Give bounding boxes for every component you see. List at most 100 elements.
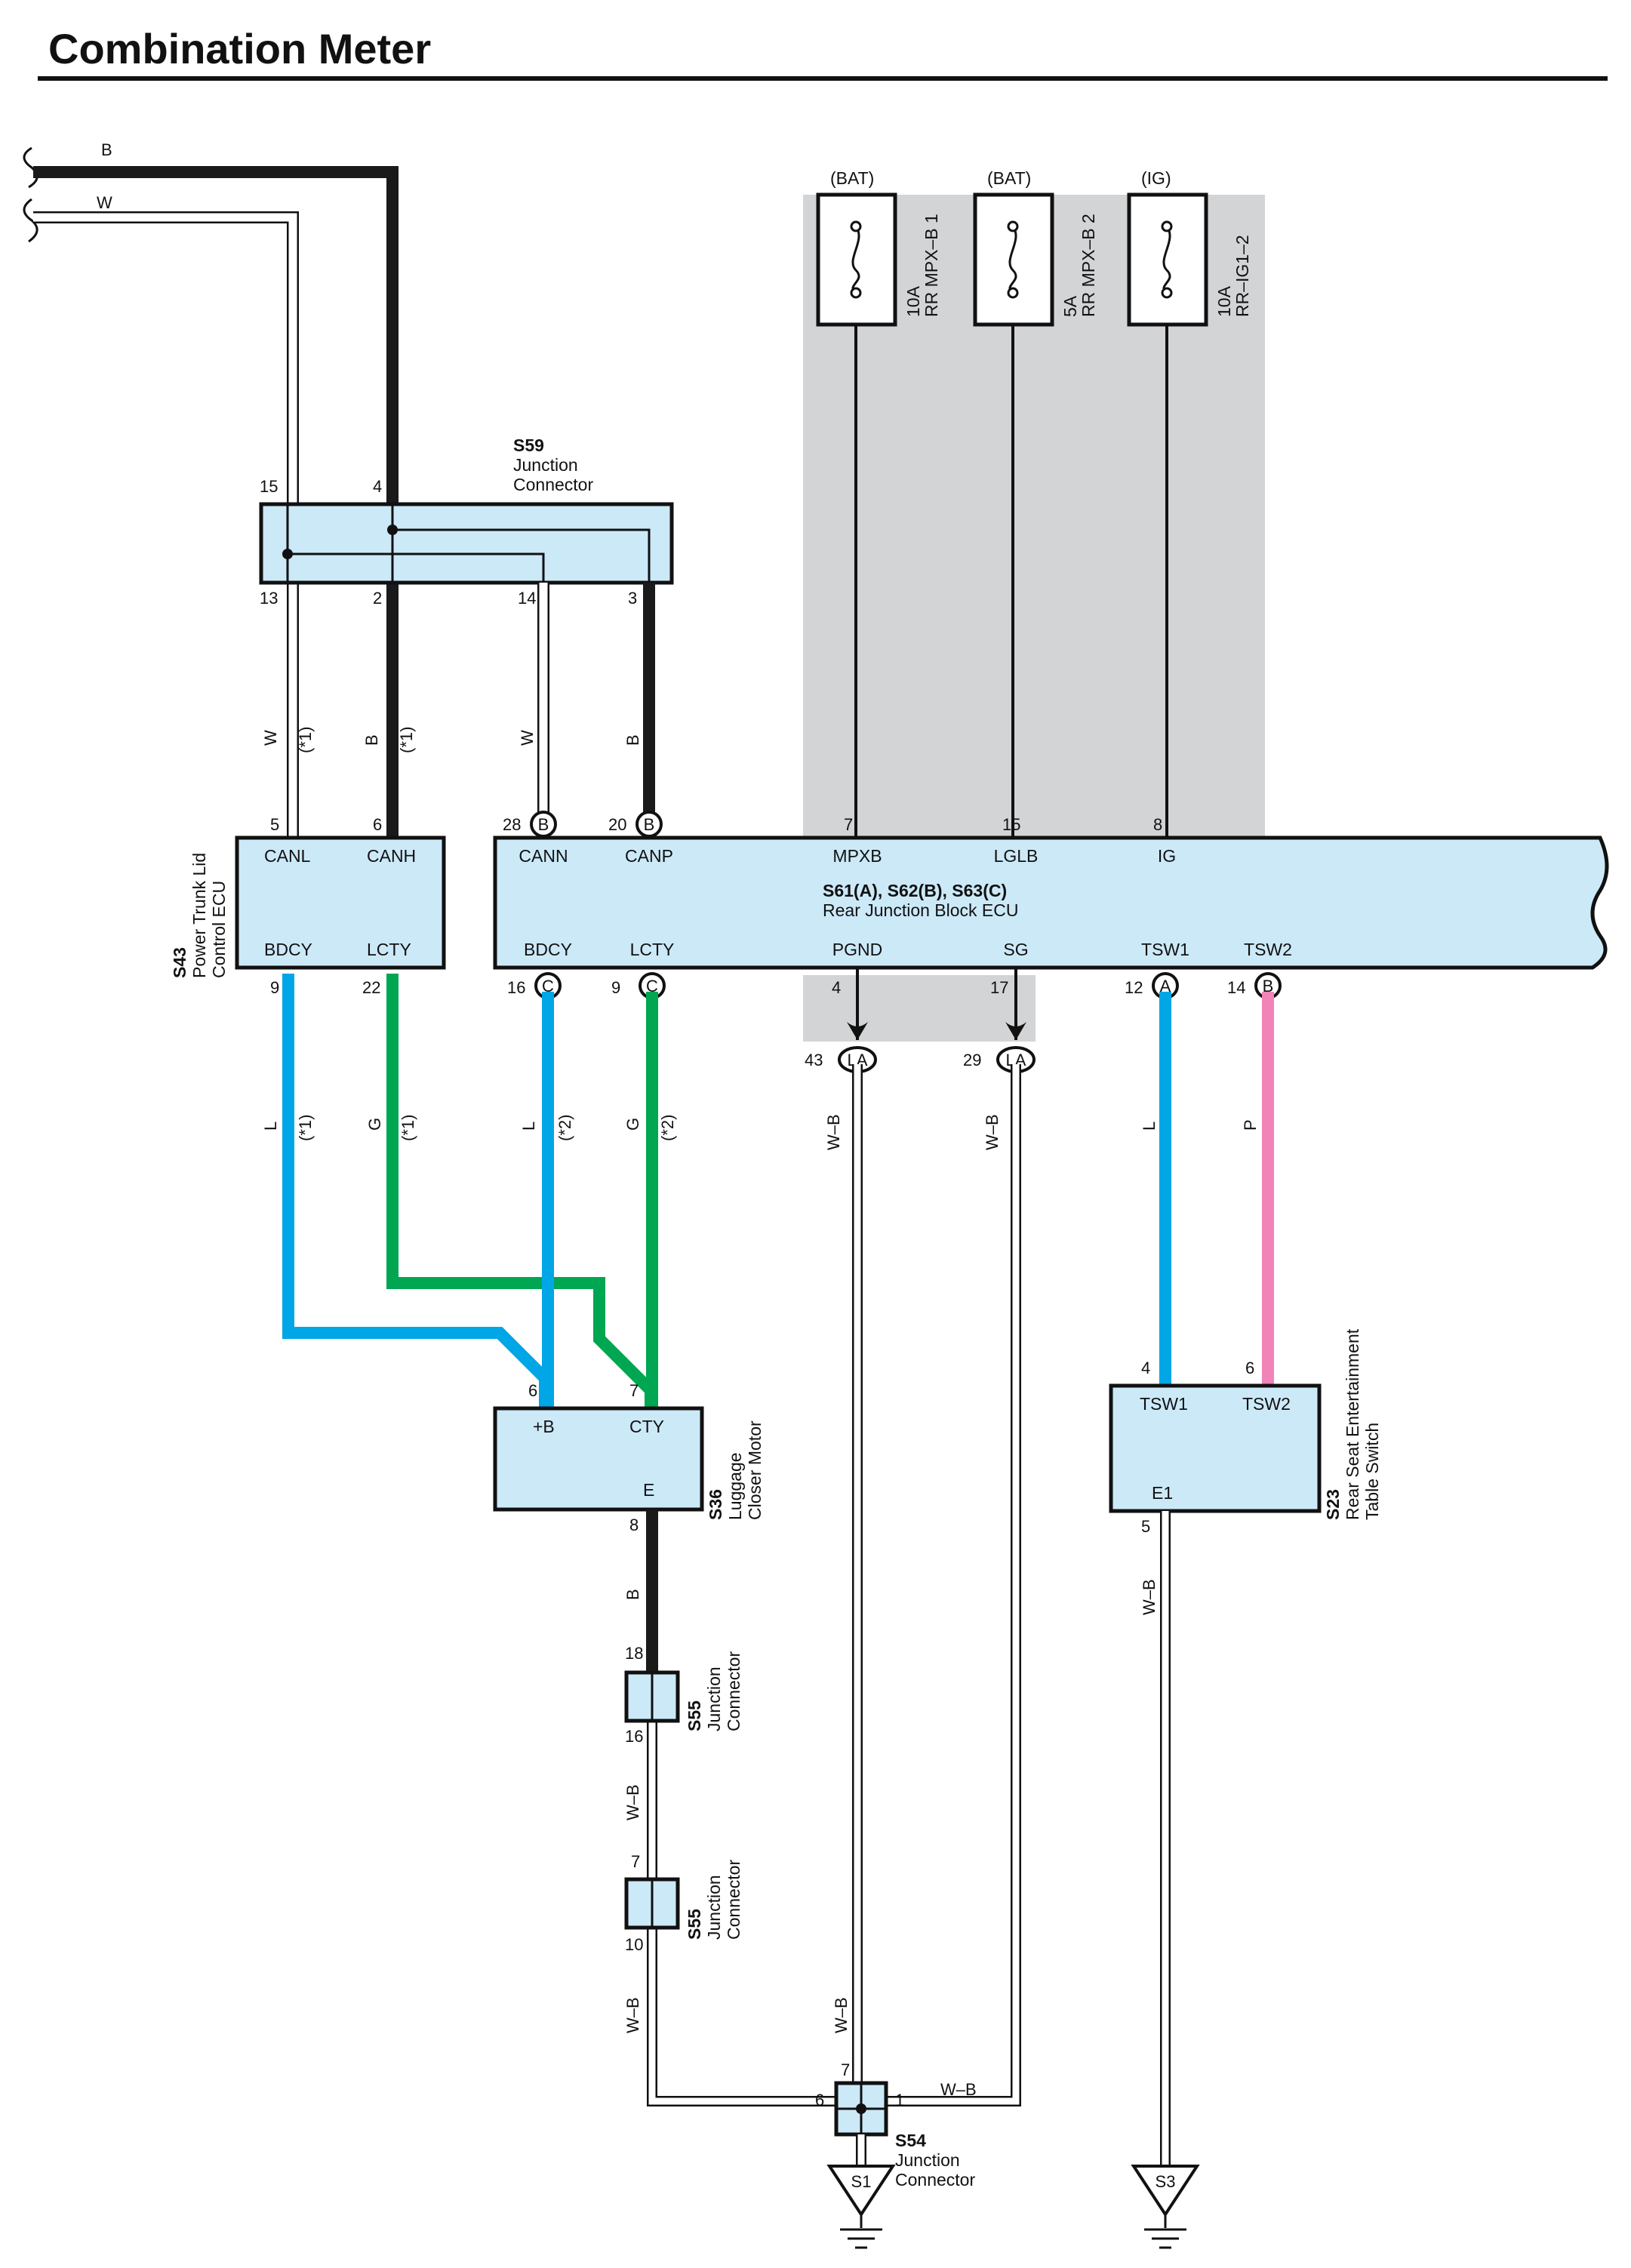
- signal-wires: L (*1) G (*1) L (*2) G (*2) W–B W–B L P: [261, 974, 1274, 1407]
- fuse-supply: (BAT): [987, 168, 1031, 188]
- ecu-bottom-pin: PGND 4: [832, 940, 882, 1040]
- s55a-pin-bottom: 16: [625, 1727, 643, 1746]
- s23-term-tsw2: TSW2: [1242, 1394, 1291, 1414]
- ground-chain: B W–B W–B W–B W–B 18 16 S55 Junction Con…: [623, 1064, 1021, 2190]
- wire-g-lcty-s43: [386, 974, 657, 1407]
- pin-number: 17: [990, 978, 1008, 997]
- label-note-1: (*1): [296, 727, 315, 753]
- s23-name-2: Table Switch: [1362, 1423, 1382, 1520]
- terminal-name: LGLB: [994, 846, 1039, 866]
- s23-term-tsw1: TSW1: [1140, 1394, 1188, 1414]
- pin-number: 14: [1227, 978, 1245, 997]
- s23-term-e1: E1: [1152, 1483, 1173, 1503]
- wire-b-can: [33, 166, 399, 836]
- connector-code: C: [542, 977, 554, 996]
- pin-number: 20: [608, 815, 626, 834]
- s59-id: S59: [513, 435, 544, 455]
- s59-box: [259, 502, 674, 585]
- connector-code: B: [644, 815, 655, 834]
- wire-w-can: [33, 211, 299, 836]
- s54-pin-1: 1: [895, 2091, 904, 2110]
- pin-number: 12: [1125, 978, 1143, 997]
- s23-pin-6: 6: [1245, 1359, 1254, 1377]
- s55a-name-1: Junction: [704, 1666, 724, 1731]
- s55b-id: S55: [685, 1909, 704, 1940]
- s54-name-1: Junction: [895, 2150, 960, 2170]
- s36-id: S36: [706, 1489, 725, 1520]
- arrow-icon: [1005, 1022, 1026, 1040]
- wire-wb-s55-s54: [647, 1928, 857, 2106]
- label-g-2: G: [623, 1118, 642, 1131]
- fuse-box: [816, 192, 897, 327]
- label-wb-s23: W–B: [1140, 1579, 1159, 1615]
- s55b-name-2: Connector: [724, 1860, 743, 1940]
- ground-label: S3: [1156, 2172, 1176, 2191]
- terminal-name: LCTY: [630, 940, 675, 959]
- s43-name-2: Control ECU: [209, 881, 229, 978]
- label-note-3: (*1): [296, 1115, 315, 1141]
- s36-term-e: E: [643, 1480, 654, 1500]
- ecu-bottom-pin: SG 17: [990, 940, 1029, 1040]
- ground-symbols: S1 S3: [826, 2165, 1200, 2249]
- label-note-5: (*2): [555, 1115, 574, 1141]
- s54-pin-7: 7: [841, 2060, 850, 2079]
- s43-term-bdcy: BDCY: [264, 940, 312, 959]
- pin-number: 28: [503, 815, 521, 834]
- ecu-top-pin: 20 B CANP: [608, 811, 673, 866]
- wire-color-w: W: [97, 193, 112, 212]
- label-g-1: G: [365, 1118, 384, 1131]
- fuse-amp: 10A: [903, 285, 923, 317]
- s55a-pin-top: 18: [625, 1644, 643, 1663]
- label-b-lower: B: [623, 1589, 642, 1600]
- label-note-2: (*1): [397, 727, 416, 753]
- connector-code-badge: B: [635, 811, 663, 838]
- fuse-element-icon: [851, 226, 860, 294]
- s59-pin-15: 15: [260, 477, 278, 496]
- label-wb-3: W–B: [623, 1784, 642, 1820]
- s43-box: [235, 835, 446, 970]
- pin-number: 4: [832, 978, 841, 997]
- s36-term-cty: CTY: [629, 1417, 664, 1436]
- s43-pin-6: 6: [373, 815, 382, 834]
- label-wb-4: W–B: [623, 1997, 642, 2033]
- terminal-name: TSW1: [1141, 940, 1189, 959]
- s36-name-1: Luggage: [725, 1452, 745, 1520]
- s54-pin-6: 6: [815, 2091, 824, 2110]
- label-l-1: L: [261, 1122, 280, 1131]
- wire-break-mark: [23, 146, 38, 189]
- label-b-2: B: [623, 734, 642, 746]
- terminal-name: PGND: [832, 940, 882, 959]
- ground-icon: S3: [1131, 2165, 1200, 2249]
- fuse-box: [973, 192, 1054, 327]
- terminal-name: SG: [1003, 940, 1028, 959]
- s36-pin-7: 7: [629, 1381, 639, 1400]
- fuse-amp: 5A: [1060, 295, 1080, 317]
- ground-icon: S1: [826, 2165, 896, 2249]
- s23-table-switch: 4 6 TSW1 TSW2 E1 5 S23 Rear Seat Enterta…: [1109, 1328, 1382, 2166]
- s23-pin-5: 5: [1141, 1517, 1150, 1536]
- ecu-top-pin: 8IG: [1153, 815, 1176, 866]
- s23-pin-4: 4: [1141, 1359, 1150, 1377]
- label-w-2: W: [518, 730, 537, 746]
- label-note-6: (*2): [658, 1115, 677, 1141]
- connector-code: B: [1263, 977, 1274, 996]
- s59-pin-2: 2: [373, 589, 382, 608]
- terminal-name: CANP: [625, 846, 673, 866]
- ecu-id: S61(A), S62(B), S63(C): [823, 881, 1007, 900]
- pin-number: 16: [507, 978, 525, 997]
- s59-junction-connector: S59 Junction Connector 15 4 13 2 14 3 W …: [259, 435, 674, 820]
- label-l-2: L: [519, 1122, 538, 1131]
- label-b-1: B: [362, 734, 381, 746]
- s54-id: S54: [895, 2131, 926, 2150]
- wire-wb-sg: [876, 1064, 1021, 2106]
- label-l-3: L: [1140, 1122, 1159, 1131]
- s55a-name-2: Connector: [724, 1651, 743, 1731]
